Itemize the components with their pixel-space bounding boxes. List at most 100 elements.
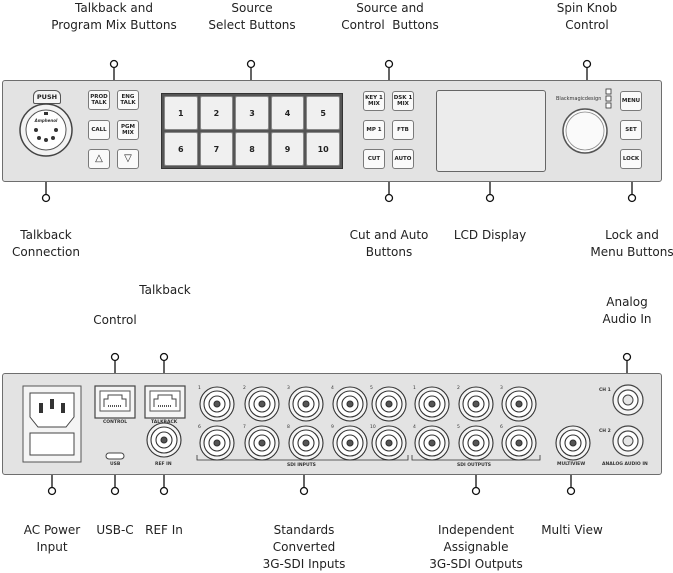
- callout-talkback-program-mix: Talkback and Program Mix Buttons: [51, 1, 177, 32]
- lcd-display: [436, 90, 546, 172]
- auto-button[interactable]: AUTO: [392, 149, 414, 169]
- callout-lock-menu: Lock and Menu Buttons: [590, 228, 673, 259]
- sdi-input-bnc-9-number: 9: [331, 424, 334, 430]
- sdi-input-bnc-9[interactable]: [332, 425, 368, 461]
- sdi-input-bnc-5-number: 5: [370, 385, 373, 391]
- sdi-input-bnc-10-number: 10: [370, 424, 376, 430]
- sdi-output-bnc-2[interactable]: [458, 386, 494, 422]
- arrow-up-button[interactable]: △: [88, 149, 110, 169]
- callout-source-control: Source and Control Buttons: [341, 1, 439, 32]
- sdi-input-bnc-4[interactable]: [332, 386, 368, 422]
- source-button-10[interactable]: 10: [306, 132, 340, 166]
- ftb-button[interactable]: FTB: [392, 120, 414, 140]
- menu-button[interactable]: MENU: [620, 91, 642, 111]
- sdi-input-bnc-8-number: 8: [287, 424, 290, 430]
- sdi-input-bnc-4-number: 4: [331, 385, 334, 391]
- sdi-input-bnc-2[interactable]: [244, 386, 280, 422]
- sdi-output-bnc-4-number: 4: [413, 424, 416, 430]
- ref-in-label: REF IN: [155, 462, 172, 467]
- usb-port-label: USB: [110, 462, 121, 467]
- sdi-input-bnc-1-number: 1: [198, 385, 201, 391]
- source-button-3[interactable]: 3: [235, 96, 269, 130]
- usb-c-port[interactable]: [105, 452, 125, 460]
- analog-audio-label: ANALOG AUDIO IN: [602, 462, 648, 467]
- multiview-label: MULTIVIEW: [557, 462, 586, 467]
- callout-spin-knob: Spin Knob Control: [556, 1, 618, 32]
- dsk1-mix-button[interactable]: DSK 1 MIX: [392, 91, 414, 111]
- brand-logo-text: Blackmagicdesign: [556, 96, 602, 102]
- sdi-input-bnc-6[interactable]: [199, 425, 235, 461]
- pgm-mix-button[interactable]: PGM MIX: [117, 120, 139, 140]
- callout-ac-power: AC Power Input: [23, 523, 81, 554]
- sdi-output-bnc-3-number: 3: [500, 385, 503, 391]
- lock-button[interactable]: LOCK: [620, 149, 642, 169]
- callout-ref-in: REF In: [145, 523, 183, 537]
- brand-logo-icon: [605, 88, 612, 109]
- cut-button[interactable]: CUT: [363, 149, 385, 169]
- xlr-talkback-connector[interactable]: [18, 102, 74, 158]
- callout-cut-auto: Cut and Auto Buttons: [349, 228, 429, 259]
- control-ethernet-port[interactable]: [94, 385, 136, 419]
- callout-multi-view: Multi View: [541, 523, 603, 537]
- sdi-input-bnc-7-number: 7: [243, 424, 246, 430]
- ref-in-bnc[interactable]: [146, 422, 182, 458]
- source-button-2[interactable]: 2: [199, 96, 234, 130]
- callout-sdi-inputs: Standards Converted 3G-SDI Inputs: [262, 523, 346, 571]
- analog-audio-ch1-jack[interactable]: [611, 383, 645, 417]
- source-button-7[interactable]: 7: [199, 132, 234, 166]
- control-port-label: CONTROL: [103, 420, 128, 425]
- sdi-input-bnc-8[interactable]: [288, 425, 324, 461]
- callout-source-select: Source Select Buttons: [208, 1, 296, 32]
- callout-talkback-connection: Talkback Connection: [12, 228, 80, 259]
- source-button-1[interactable]: 1: [164, 96, 198, 130]
- ac-power-inlet[interactable]: [22, 385, 82, 463]
- ch2-label: CH 2: [599, 429, 611, 434]
- sdi-inputs-label: SDI INPUTS: [287, 463, 316, 468]
- sdi-input-bnc-7[interactable]: [244, 425, 280, 461]
- source-button-6[interactable]: 6: [164, 132, 198, 166]
- arrow-down-button[interactable]: ▽: [117, 149, 139, 169]
- sdi-output-bnc-2-number: 2: [457, 385, 460, 391]
- eng-talk-button[interactable]: ENG TALK: [117, 90, 139, 110]
- source-button-9[interactable]: 9: [270, 132, 305, 166]
- source-button-5[interactable]: 5: [306, 96, 340, 130]
- mp1-button[interactable]: MP 1: [363, 120, 385, 140]
- callout-sdi-outputs: Independent Assignable 3G-SDI Outputs: [429, 523, 523, 571]
- callout-lcd-display: LCD Display: [453, 228, 527, 242]
- sdi-output-bnc-5[interactable]: [458, 425, 494, 461]
- xlr-brand-text: Amphenol: [34, 118, 58, 123]
- sdi-outputs-label: SDI OUTPUTS: [457, 463, 492, 468]
- prod-talk-button[interactable]: PROD TALK: [88, 90, 110, 110]
- sdi-output-bnc-5-number: 5: [457, 424, 460, 430]
- key1-mix-button[interactable]: KEY 1 MIX: [363, 91, 385, 111]
- analog-audio-ch2-jack[interactable]: [611, 424, 645, 458]
- sdi-output-bnc-6-number: 6: [500, 424, 503, 430]
- sdi-input-bnc-10[interactable]: [371, 425, 407, 461]
- sdi-output-bnc-4[interactable]: [414, 425, 450, 461]
- sdi-input-bnc-1[interactable]: [199, 386, 235, 422]
- set-button[interactable]: SET: [620, 120, 642, 140]
- ch1-label: CH 1: [599, 388, 611, 393]
- sdi-input-bnc-3-number: 3: [287, 385, 290, 391]
- source-button-8[interactable]: 8: [235, 132, 269, 166]
- sdi-output-bnc-3[interactable]: [501, 386, 537, 422]
- source-select-grid: 1 2 3 4 5 6 7 8 9 10: [161, 93, 343, 169]
- source-button-4[interactable]: 4: [270, 96, 305, 130]
- sdi-input-bnc-2-number: 2: [243, 385, 246, 391]
- sdi-input-bnc-6-number: 6: [198, 424, 201, 430]
- call-button[interactable]: CALL: [88, 120, 110, 140]
- callout-talkback: Talkback: [139, 283, 191, 297]
- spin-knob[interactable]: [561, 107, 609, 155]
- sdi-output-bnc-1[interactable]: [414, 386, 450, 422]
- callout-control: Control: [93, 313, 137, 327]
- multiview-bnc[interactable]: [555, 425, 591, 461]
- talkback-ethernet-port[interactable]: [144, 385, 186, 419]
- callout-analog-audio-in: Analog Audio In: [602, 295, 652, 326]
- callout-usb-c: USB-C: [96, 523, 134, 537]
- sdi-input-bnc-5[interactable]: [371, 386, 407, 422]
- sdi-output-bnc-1-number: 1: [413, 385, 416, 391]
- sdi-input-bnc-3[interactable]: [288, 386, 324, 422]
